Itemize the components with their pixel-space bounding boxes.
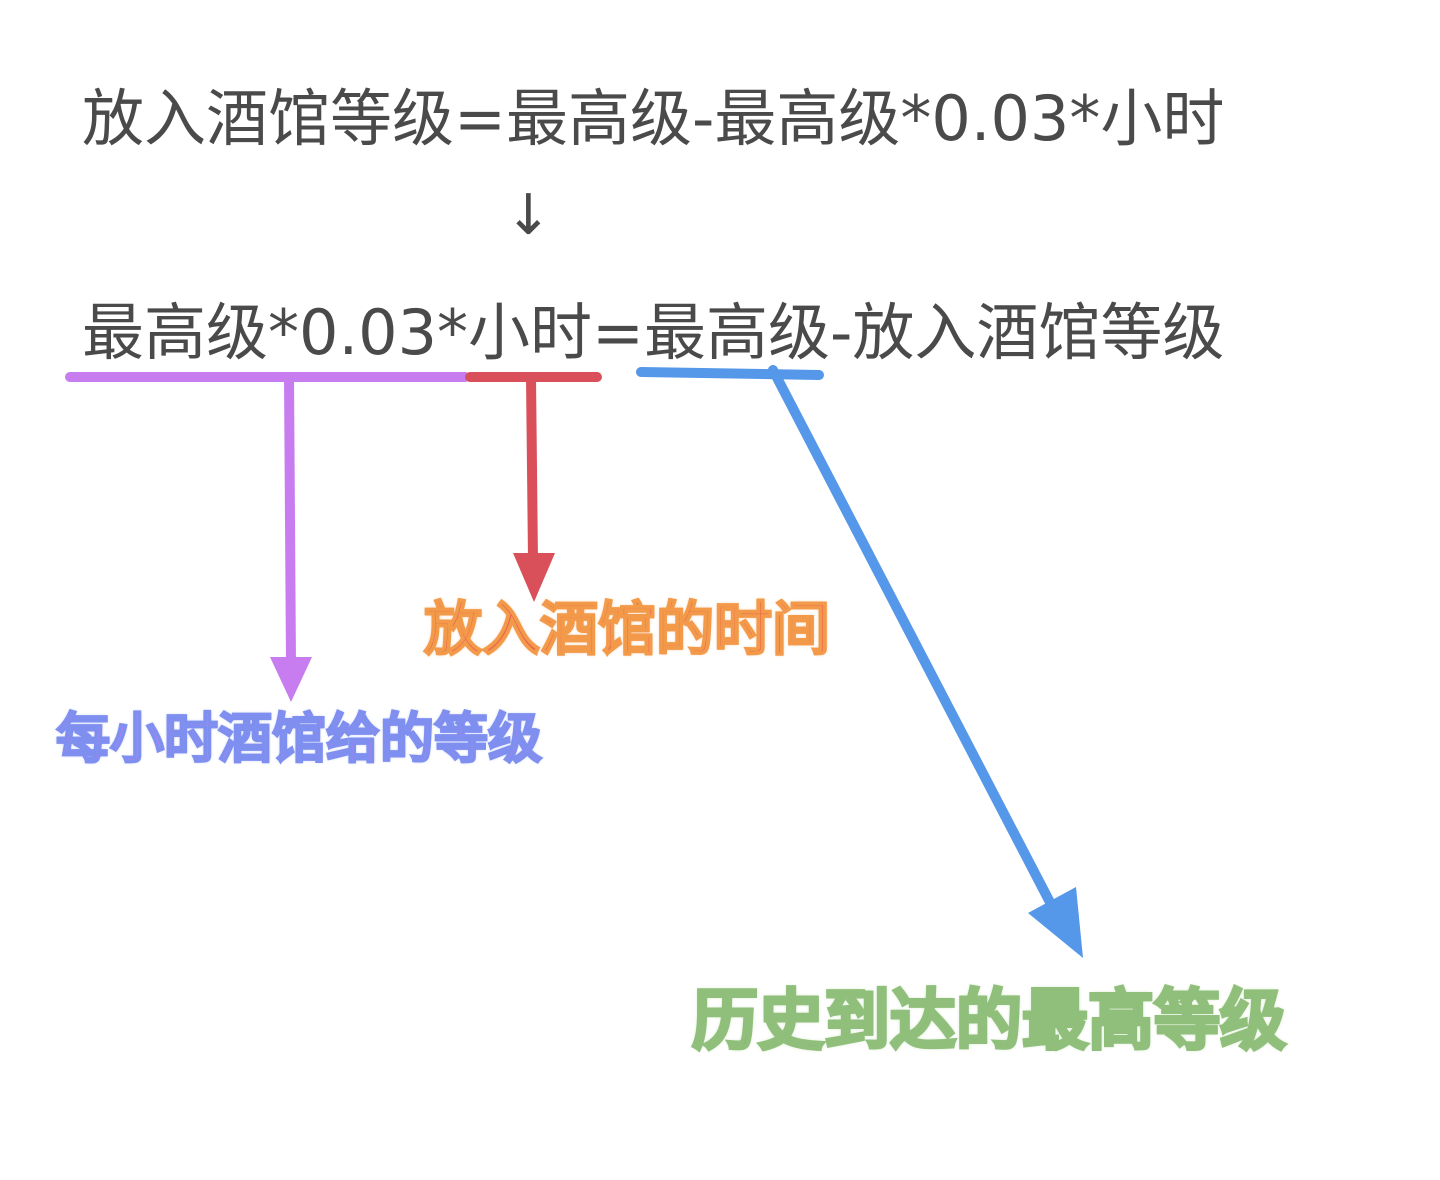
max-level-underline xyxy=(636,367,824,380)
transform-arrow-icon: ↓ xyxy=(505,183,552,248)
hourly-arrowhead-icon xyxy=(270,657,312,702)
max-level-label: 历史到达的最高等级 xyxy=(691,982,1288,1059)
max-level-arrow-shaft xyxy=(768,365,1059,915)
time-arrow-shaft xyxy=(526,372,538,565)
hourly-arrow-shaft xyxy=(284,372,296,670)
hourly-level-pointer xyxy=(65,372,470,702)
time-pointer xyxy=(465,372,602,602)
max-level-arrowhead-icon xyxy=(1028,887,1083,958)
time-label: 放入酒馆的时间 xyxy=(423,595,831,663)
max-level-pointer xyxy=(636,365,1083,958)
hourly-level-label: 每小时酒馆给的等级 xyxy=(55,707,543,770)
original-formula: 放入酒馆等级=最高级-最高级*0.03*小时 xyxy=(82,82,1225,155)
rearranged-formula: 最高级*0.03*小时=最高级-放入酒馆等级 xyxy=(82,296,1225,369)
time-arrowhead-icon xyxy=(513,553,555,602)
